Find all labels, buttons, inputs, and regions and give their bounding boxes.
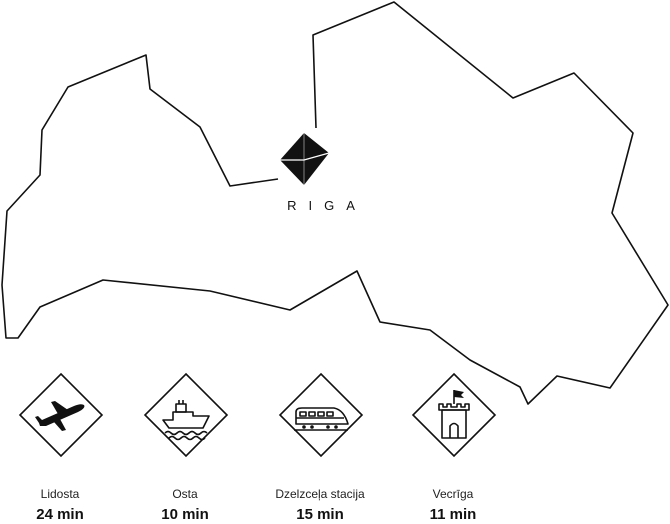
poi-time: 11 min [429, 506, 477, 523]
train-icon [278, 372, 364, 458]
poi-time: 10 min [161, 506, 209, 523]
country-border-line [1, 1, 669, 405]
poi-name: Dzelzceļa stacija [275, 487, 365, 501]
riga-logo-icon [280, 133, 330, 185]
poi-name: Osta [172, 487, 198, 501]
ship-icon [143, 372, 229, 458]
poi-name: Vecrīga [432, 487, 474, 501]
airplane-icon [18, 372, 104, 458]
poi-name: Lidosta [40, 487, 80, 501]
poi-time: 15 min [296, 506, 344, 523]
city-label: RIGA [287, 198, 367, 213]
castle-tower-icon [411, 372, 497, 458]
poi-time: 24 min [36, 506, 84, 523]
